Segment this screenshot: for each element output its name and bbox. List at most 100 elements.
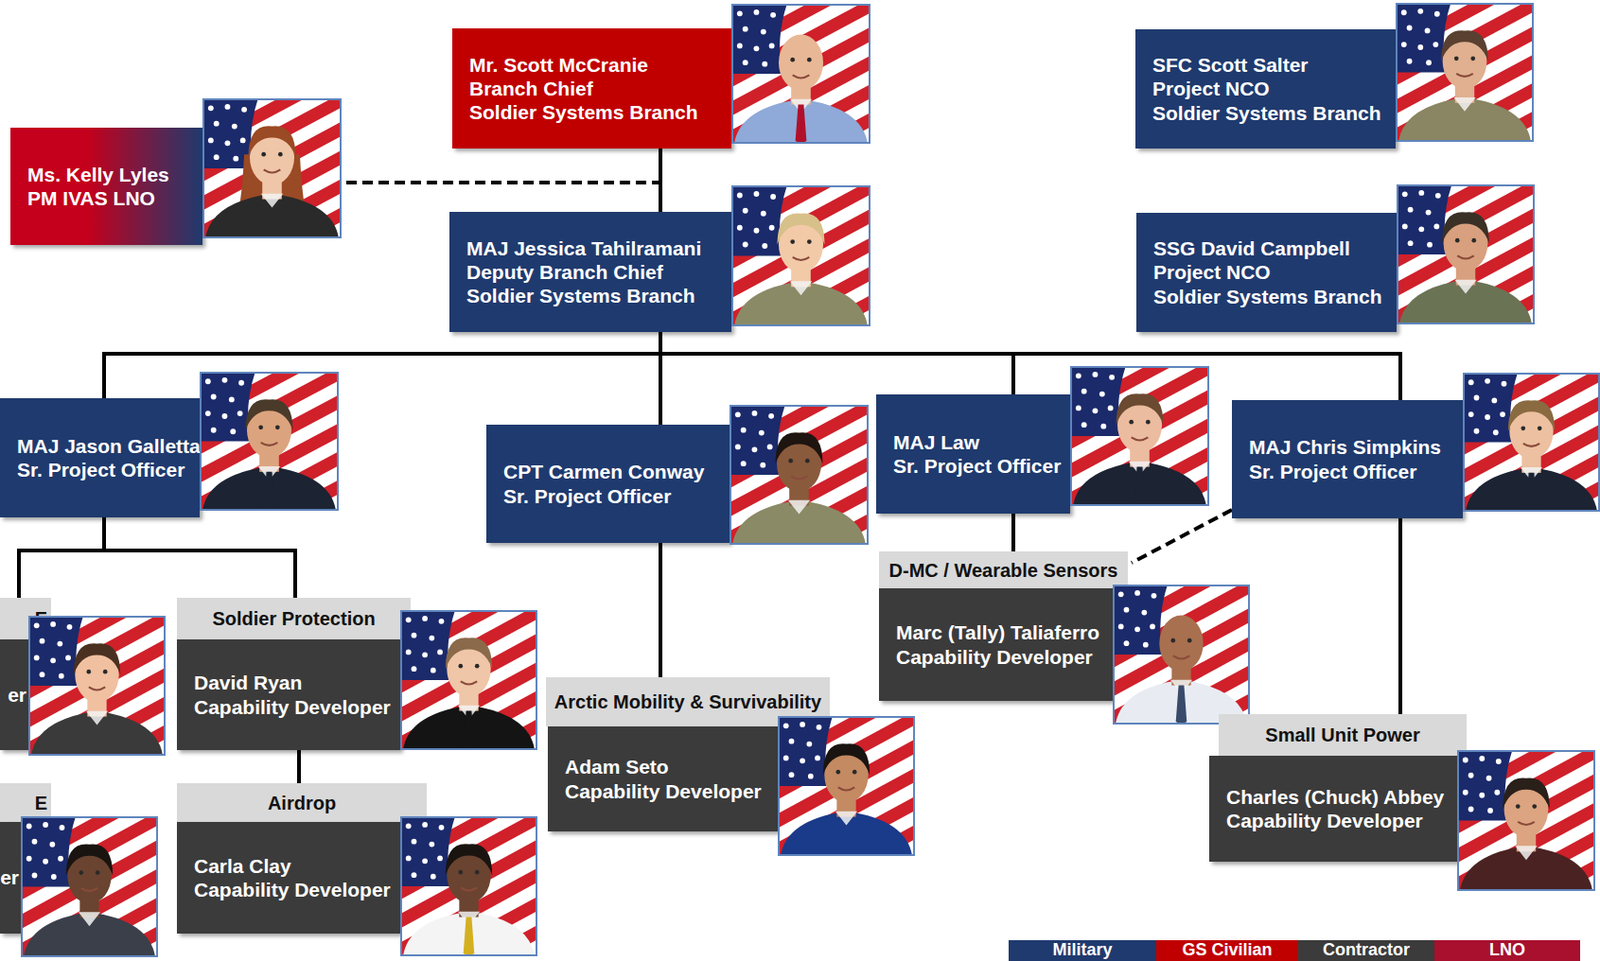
person-name: MAJ Law bbox=[893, 430, 1063, 455]
person-name: SFC Scott Salter bbox=[1152, 52, 1389, 77]
name-band: MAJ Jessica TahilramaniDeputy Branch Chi… bbox=[449, 211, 732, 333]
capability-box: AirdropCarla ClayCapability Developer bbox=[176, 783, 427, 934]
person-name: Mr. Scott McCranie bbox=[469, 52, 724, 77]
area-heading-band: Soldier Protection bbox=[176, 597, 411, 640]
person-name: Marc (Tally) Taliaferro bbox=[896, 620, 1100, 645]
legend-swatch: GS Civilian bbox=[1156, 940, 1299, 961]
developer-band: er bbox=[0, 639, 29, 751]
developer-band: Carla ClayCapability Developer bbox=[176, 822, 401, 934]
capability-box: Eer bbox=[0, 783, 52, 934]
name-band: SFC Scott SalterProject NCOSoldier Syste… bbox=[1135, 29, 1396, 149]
name-band: SSG David CampbellProject NCOSoldier Sys… bbox=[1136, 212, 1397, 333]
name-band: CPT Carmen ConwaySr. Project Officer bbox=[486, 424, 730, 544]
person-name: David Ryan bbox=[193, 670, 302, 695]
area-heading-band: Airdrop bbox=[176, 783, 427, 823]
area-heading-band: Small Unit Power bbox=[1218, 714, 1467, 757]
capability-box: Eer bbox=[0, 597, 52, 751]
legend-swatch: LNO bbox=[1434, 940, 1581, 961]
reporting-line bbox=[297, 750, 301, 784]
name-band: Mr. Scott McCranieBranch ChiefSoldier Sy… bbox=[452, 28, 732, 149]
person-title: Capability Developer bbox=[193, 695, 391, 720]
area-heading: E bbox=[35, 791, 48, 815]
person-title: Deputy Branch Chief bbox=[466, 260, 724, 284]
reporting-line bbox=[660, 332, 1401, 401]
portrait-photo bbox=[731, 3, 871, 144]
portrait-photo bbox=[731, 185, 871, 327]
person-box: Mr. Scott McCranieBranch ChiefSoldier Sy… bbox=[452, 28, 732, 149]
portrait-photo bbox=[1462, 372, 1600, 512]
reporting-line bbox=[104, 332, 661, 399]
area-heading: Arctic Mobility & Survivability bbox=[554, 690, 822, 714]
reporting-line bbox=[658, 543, 663, 678]
person-title: Capability Developer bbox=[564, 779, 762, 804]
person-name: SSG David Campbell bbox=[1153, 236, 1390, 261]
name-band: MAJ Chris SimpkinsSr. Project Officer bbox=[1231, 400, 1463, 519]
developer-band: Adam SetoCapability Developer bbox=[547, 726, 778, 832]
person-box: MAJ Jason GallettaSr. Project Officer bbox=[0, 398, 200, 518]
person-box: CPT Carmen ConwaySr. Project Officer bbox=[486, 424, 730, 544]
portrait-photo bbox=[1396, 184, 1535, 325]
person-name: er bbox=[7, 683, 27, 707]
developer-band: Marc (Tally) TaliaferroCapability Develo… bbox=[879, 588, 1113, 702]
developer-band: Charles (Chuck) AbbeyCapability Develope… bbox=[1209, 756, 1458, 862]
portrait-photo bbox=[400, 816, 538, 957]
portrait-photo bbox=[199, 371, 339, 511]
person-title: Project NCO bbox=[1153, 260, 1390, 284]
legend-text: Contractor bbox=[1322, 940, 1410, 961]
person-name: er bbox=[0, 865, 19, 890]
legend-text: LNO bbox=[1489, 940, 1526, 961]
legend-swatch: Contractor bbox=[1298, 940, 1435, 961]
person-name: Charles (Chuck) Abbey bbox=[1226, 785, 1444, 809]
capability-box: Soldier ProtectionDavid RyanCapability D… bbox=[176, 597, 411, 751]
person-title: Project NCO bbox=[1152, 76, 1389, 101]
reporting-line bbox=[1011, 513, 1016, 552]
person-name: CPT Carmen Conway bbox=[503, 459, 722, 484]
reporting-line bbox=[1398, 518, 1403, 715]
person-name: MAJ Jessica Tahilramani bbox=[466, 236, 724, 261]
person-title: Soldier Systems Branch bbox=[1152, 101, 1389, 125]
capability-box: Arctic Mobility & SurvivabilityAdam Seto… bbox=[545, 677, 830, 832]
person-title: Sr. Project Officer bbox=[893, 454, 1063, 478]
portrait-photo bbox=[28, 615, 166, 757]
person-title: Soldier Systems Branch bbox=[466, 283, 724, 308]
person-name: MAJ Jason Galletta bbox=[17, 434, 193, 458]
portrait-photo bbox=[20, 816, 159, 958]
portrait-photo bbox=[777, 716, 915, 857]
person-box: Ms. Kelly LylesPM IVAS LNO bbox=[10, 127, 203, 246]
person-title: Capability Developer bbox=[1226, 808, 1424, 833]
developer-band: er bbox=[0, 822, 21, 934]
person-box: SFC Scott SalterProject NCOSoldier Syste… bbox=[1135, 29, 1396, 149]
portrait-photo bbox=[202, 98, 342, 239]
reporting-line bbox=[18, 517, 105, 598]
portrait-photo bbox=[1395, 2, 1534, 142]
name-band: MAJ LawSr. Project Officer bbox=[876, 394, 1071, 514]
area-heading: Small Unit Power bbox=[1265, 723, 1420, 747]
person-title: Branch Chief bbox=[469, 76, 724, 101]
area-heading: Soldier Protection bbox=[211, 607, 375, 631]
legend-text: GS Civilian bbox=[1181, 940, 1272, 961]
portrait-photo bbox=[729, 404, 869, 546]
legend-swatch: Military bbox=[1008, 940, 1157, 961]
portrait-photo bbox=[400, 610, 538, 751]
person-box: MAJ LawSr. Project Officer bbox=[876, 394, 1071, 514]
person-title: Soldier Systems Branch bbox=[469, 100, 724, 124]
dashed-connector bbox=[1131, 509, 1232, 563]
person-name: MAJ Chris Simpkins bbox=[1248, 435, 1456, 459]
area-heading-band: D-MC / Wearable Sensors bbox=[879, 551, 1128, 589]
person-title: Sr. Project Officer bbox=[503, 484, 722, 509]
area-heading: D-MC / Wearable Sensors bbox=[889, 559, 1119, 582]
reporting-line bbox=[658, 148, 663, 212]
person-title: Sr. Project Officer bbox=[1248, 459, 1456, 484]
developer-band: David RyanCapability Developer bbox=[176, 639, 401, 751]
person-box: MAJ Jessica TahilramaniDeputy Branch Chi… bbox=[449, 211, 732, 333]
legend-text: Military bbox=[1052, 940, 1112, 961]
capability-box: D-MC / Wearable SensorsMarc (Tally) Tali… bbox=[879, 551, 1128, 702]
person-title: Capability Developer bbox=[193, 878, 391, 902]
portrait-photo bbox=[1070, 366, 1210, 507]
name-band: MAJ Jason GallettaSr. Project Officer bbox=[0, 398, 200, 518]
portrait-photo bbox=[1457, 750, 1596, 892]
person-title: Soldier Systems Branch bbox=[1153, 284, 1390, 309]
person-name: Carla Clay bbox=[193, 854, 292, 879]
reporting-line bbox=[104, 517, 296, 598]
